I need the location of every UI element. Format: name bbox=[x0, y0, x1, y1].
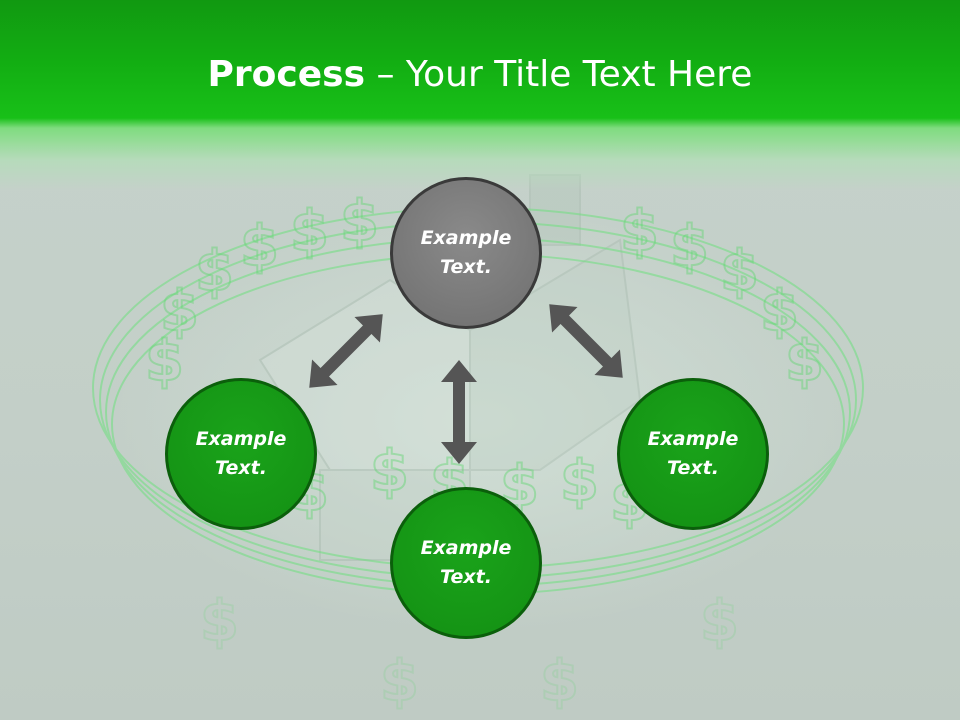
process-node-top[interactable]: Example Text. bbox=[390, 177, 542, 329]
node-text-line: Example bbox=[647, 428, 739, 450]
svg-text:$: $ bbox=[195, 239, 234, 304]
double-headed-arrow-icon bbox=[536, 291, 636, 391]
svg-text:$: $ bbox=[560, 449, 599, 514]
slide-title: Process – Your Title Text Here bbox=[0, 50, 960, 100]
double-headed-arrow-icon bbox=[441, 360, 477, 464]
svg-text:$: $ bbox=[700, 589, 739, 654]
svg-text:$: $ bbox=[720, 239, 759, 304]
node-text-line: Example bbox=[420, 537, 512, 559]
node-text-line: Text. bbox=[440, 256, 492, 278]
svg-text:$: $ bbox=[145, 329, 184, 394]
svg-text:$: $ bbox=[670, 214, 709, 279]
node-text-line: Example bbox=[195, 428, 287, 450]
svg-text:$: $ bbox=[620, 199, 659, 264]
svg-text:$: $ bbox=[340, 189, 379, 254]
svg-text:$: $ bbox=[380, 649, 419, 714]
svg-text:$: $ bbox=[785, 329, 824, 394]
node-text-line: Text. bbox=[215, 457, 267, 479]
svg-text:$: $ bbox=[240, 214, 279, 279]
svg-text:$: $ bbox=[290, 199, 329, 264]
svg-text:$: $ bbox=[370, 439, 409, 504]
node-text-line: Text. bbox=[667, 457, 719, 479]
process-node-left[interactable]: Example Text. bbox=[165, 378, 317, 530]
svg-text:$: $ bbox=[540, 649, 579, 714]
title-bar bbox=[0, 0, 960, 190]
process-node-bottom[interactable]: Example Text. bbox=[390, 487, 542, 639]
svg-text:$: $ bbox=[200, 589, 239, 654]
title-text: – Your Title Text Here bbox=[365, 54, 753, 95]
node-text-line: Example bbox=[420, 227, 512, 249]
node-text-line: Text. bbox=[440, 566, 492, 588]
title-emphasis: Process bbox=[207, 54, 366, 95]
process-node-right[interactable]: Example Text. bbox=[617, 378, 769, 530]
svg-text:$: $ bbox=[760, 279, 799, 344]
double-headed-arrow-icon bbox=[296, 301, 396, 401]
svg-text:$: $ bbox=[160, 279, 199, 344]
